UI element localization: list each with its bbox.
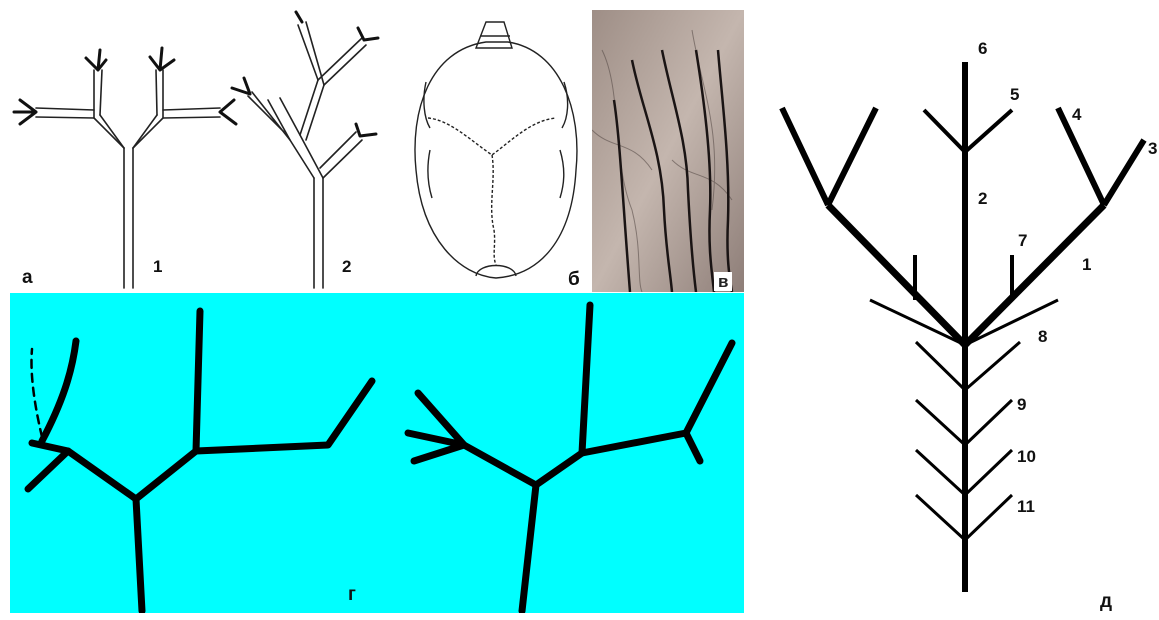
panel-d-drawing: [760, 0, 1159, 620]
coronal-suture: [428, 118, 556, 155]
panel-d-numbered-scheme: 1 2 3 4 5 6 7 8 9 10 11 д: [760, 0, 1159, 620]
branch-number-5: 5: [1010, 86, 1019, 103]
panel-v-letter: в: [714, 272, 732, 291]
branch-number-1: 1: [1082, 256, 1091, 273]
branch-number-2: 2: [978, 190, 987, 207]
tree-1-tips: [14, 48, 236, 124]
right-big-branch: [965, 205, 1104, 345]
panel-g-drawing: [10, 293, 744, 613]
left-big-branch: [828, 205, 965, 345]
panel-a-branching-trees: а 1 2: [0, 0, 400, 293]
tree-2-label: 2: [342, 258, 351, 275]
panel-v-vein-photo: в: [592, 10, 744, 292]
panel-a-drawing: [0, 0, 400, 293]
panel-a-letter: а: [22, 268, 33, 287]
branch-number-9: 9: [1017, 396, 1026, 413]
branch-number-10: 10: [1017, 448, 1036, 465]
skull-bottom-bump: [476, 266, 516, 277]
branch-number-7: 7: [1018, 232, 1027, 249]
branch-number-6: 6: [978, 40, 987, 57]
panel-b-drawing: [400, 0, 592, 293]
branch-number-8: 8: [1038, 328, 1047, 345]
right-branch-diagram: [408, 305, 732, 611]
left-branch-diagram: [28, 311, 372, 611]
panel-b-skull-sutures: б: [400, 0, 592, 293]
tree-1-label: 1: [153, 258, 162, 275]
panel-b-letter: б: [568, 270, 580, 289]
panel-d-letter: д: [1100, 592, 1112, 611]
skull-outline: [415, 42, 577, 278]
branch-number-4: 4: [1072, 106, 1081, 123]
branch-number-11: 11: [1017, 498, 1035, 515]
tree-1: [36, 70, 220, 288]
dashed-branch: [31, 349, 42, 437]
skull-top-bump: [476, 22, 512, 48]
branch-number-3: 3: [1148, 140, 1157, 157]
sagittal-suture: [492, 155, 496, 265]
tree-2: [248, 22, 366, 288]
panel-g-letter: г: [348, 585, 356, 604]
panel-v-drawing: [592, 10, 744, 292]
panel-g-branch-patterns: г: [10, 293, 744, 613]
